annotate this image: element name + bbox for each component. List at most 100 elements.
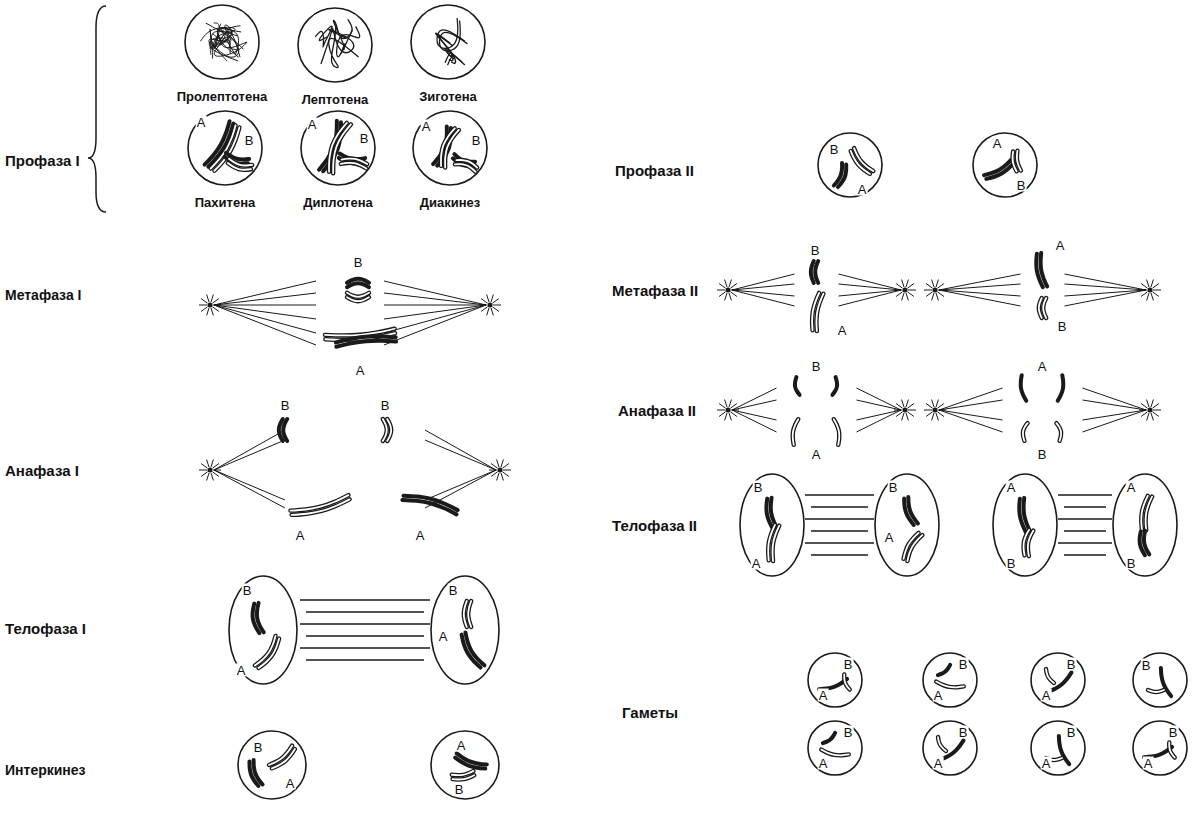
chromatid <box>1043 298 1046 318</box>
chromatid-light <box>341 163 367 169</box>
chromatid-light <box>844 674 850 689</box>
gene-label: A <box>1041 757 1052 770</box>
chromatid <box>383 419 387 441</box>
chromatid-light <box>347 293 369 297</box>
gene-label: B <box>810 244 821 257</box>
cell: BA <box>228 575 298 685</box>
cell: BA <box>1030 652 1086 708</box>
cell: BA <box>430 575 500 685</box>
chromatid <box>455 758 485 769</box>
gene-label: B <box>1037 448 1048 461</box>
gene-label: B <box>1168 726 1179 739</box>
chromatid-light <box>1039 298 1042 318</box>
centrosome <box>717 400 739 421</box>
chromatin-thread <box>315 26 332 47</box>
chromatid <box>341 163 367 169</box>
gene-label: A <box>285 777 296 790</box>
chromatid <box>811 261 814 283</box>
phase-label: Анафаза I <box>5 463 79 478</box>
chromatid <box>347 293 369 297</box>
cell: ПахитенаAB <box>187 110 263 186</box>
chromatid <box>258 639 279 668</box>
chromatid <box>1058 375 1064 401</box>
cell: BA <box>807 720 863 776</box>
chromatid <box>292 499 350 515</box>
gene-label: B <box>1126 557 1137 570</box>
cell: BA <box>922 652 978 708</box>
gene-label: B <box>1141 659 1152 672</box>
chromatid <box>272 749 295 768</box>
chromatid-light <box>464 601 467 627</box>
cell: AB <box>972 132 1038 198</box>
cell-outline <box>992 473 1058 577</box>
chromatid <box>347 283 369 287</box>
gene-label: A <box>818 689 829 702</box>
chromatid <box>1019 499 1026 532</box>
chromatid-light <box>904 533 919 559</box>
cell-outline <box>1030 652 1086 708</box>
gene-label: B <box>280 399 291 412</box>
chromatid <box>986 163 1014 179</box>
chromatin-thread <box>329 27 359 68</box>
chromatin-thread <box>333 19 352 50</box>
gene-label: B <box>1016 179 1027 192</box>
centrosome <box>479 295 501 316</box>
gene-label: B <box>380 399 391 412</box>
chromatid <box>1024 530 1030 556</box>
cell-outline <box>1112 473 1178 577</box>
gene-label: A <box>1006 481 1017 494</box>
chromatid-light <box>938 737 946 751</box>
chromatid <box>1141 496 1148 529</box>
chromatid-light <box>452 771 474 775</box>
gene-label: B <box>448 584 459 597</box>
stage-name: Диакинез <box>420 196 481 209</box>
cell-outline <box>807 652 863 708</box>
chromatid-light <box>1024 530 1030 556</box>
chromatid-light <box>453 775 475 779</box>
chromatid <box>283 419 287 441</box>
gene-label: A <box>1037 360 1048 373</box>
midbody-fibers <box>1058 495 1112 555</box>
spindle-fibers <box>732 274 901 306</box>
gene-label: B <box>753 481 764 494</box>
gene-label: A <box>811 448 822 461</box>
centrosome <box>199 460 221 481</box>
spindle-fibers <box>939 274 1146 306</box>
gene-label: A <box>307 118 318 131</box>
gene-label: A <box>751 557 762 570</box>
centrosome <box>924 280 946 301</box>
gene-label: B <box>829 143 840 156</box>
chromatin-thread <box>217 29 243 57</box>
centrosome <box>894 280 916 301</box>
chromatid <box>768 525 775 560</box>
stage-name: Пролептотена <box>177 90 268 103</box>
gene-label: A <box>1126 481 1137 494</box>
chromatid <box>1013 152 1017 172</box>
gene-label: A <box>421 120 432 133</box>
centrosome <box>894 400 916 421</box>
chromatid-light <box>1023 423 1028 441</box>
chromatid <box>1017 151 1021 171</box>
chromatin-thread <box>447 51 465 65</box>
phase-label: Анафаза II <box>618 403 696 418</box>
chromatid <box>453 775 475 779</box>
cell-outline <box>1132 720 1188 776</box>
chromatid <box>253 604 260 634</box>
chromatid-light <box>468 601 471 627</box>
gene-label: B <box>353 256 364 269</box>
cell-outline <box>972 132 1038 198</box>
centrosome <box>199 295 221 316</box>
chromatid-light <box>1017 151 1021 171</box>
cell: ДиакинезAB <box>412 110 488 186</box>
cell: ДиплотенаAB <box>300 110 376 186</box>
chromatin-thread <box>206 23 239 61</box>
cell: AB <box>1112 473 1178 577</box>
gene-label: A <box>196 116 207 129</box>
chromatid <box>844 674 850 689</box>
phase-label: Метафаза I <box>5 288 81 302</box>
gene-label: A <box>1143 757 1154 770</box>
gene-label: B <box>242 584 253 597</box>
cell: Зиготена <box>410 4 486 80</box>
